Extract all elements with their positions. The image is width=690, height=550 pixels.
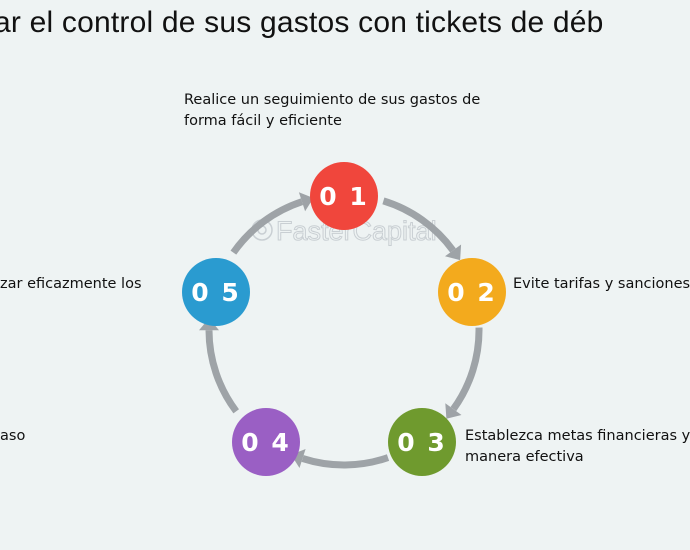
arrow-head-icon bbox=[445, 244, 462, 261]
arrow-head-icon bbox=[298, 192, 314, 212]
step-2: 0 2 bbox=[438, 258, 506, 326]
step-2-circle bbox=[438, 258, 506, 326]
step-1: 0 1 bbox=[310, 162, 378, 230]
step-4-label: aso bbox=[0, 426, 25, 447]
step-4-circle bbox=[232, 408, 300, 476]
step-3-label: Establezca metas financieras y manera ef… bbox=[465, 426, 690, 468]
step-5-number: 0 5 bbox=[191, 278, 241, 307]
step-1-label-line-1: Realice un seguimiento de sus gastos de bbox=[184, 92, 481, 108]
cycle-arc-3 bbox=[301, 454, 390, 469]
step-4-number: 0 4 bbox=[241, 428, 291, 457]
step-1-label: Realice un seguimiento de sus gastos de … bbox=[184, 90, 480, 132]
step-2-number: 0 2 bbox=[447, 278, 497, 307]
cycle-arc-2 bbox=[450, 327, 483, 412]
step-5-label-line-1: zar eficazmente los bbox=[0, 276, 142, 292]
step-5: 0 5 bbox=[182, 258, 250, 326]
cycle-arc-4 bbox=[205, 330, 240, 414]
step-5-circle bbox=[182, 258, 250, 326]
page-title: ar el control de sus gastos con tickets … bbox=[0, 6, 604, 39]
step-3-number: 0 3 bbox=[397, 428, 447, 457]
arrow-head-icon bbox=[445, 403, 462, 419]
step-2-label: Evite tarifas y sanciones bbox=[513, 274, 690, 295]
step-3-label-line-2: manera efectiva bbox=[465, 449, 584, 465]
step-4: 0 4 bbox=[232, 408, 300, 476]
cycle-arc-1 bbox=[382, 197, 456, 253]
step-3-circle bbox=[388, 408, 456, 476]
step-4-label-line-1: aso bbox=[0, 428, 26, 444]
cycle-arc-5 bbox=[230, 198, 304, 255]
step-1-circle bbox=[310, 162, 378, 230]
step-3: 0 3 bbox=[388, 408, 456, 476]
cycle-arrows bbox=[199, 192, 483, 469]
step-1-number: 0 1 bbox=[319, 182, 369, 211]
step-3-label-line-1: Establezca metas financieras y bbox=[465, 428, 690, 444]
step-1-label-line-2: forma fácil y eficiente bbox=[184, 113, 342, 129]
step-5-label: zar eficazmente los bbox=[0, 274, 142, 295]
step-2-label-line-1: Evite tarifas y sanciones bbox=[513, 276, 690, 292]
